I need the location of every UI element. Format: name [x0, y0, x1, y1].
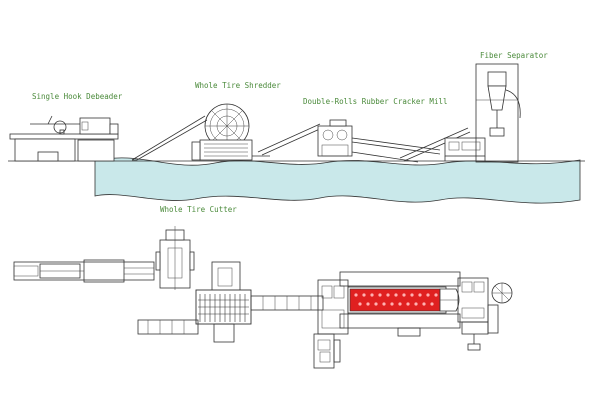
red-screen-section [349, 288, 441, 312]
label-shredder: Whole Tire Shredder [195, 81, 281, 90]
cracker-mill-line-plan [317, 271, 489, 335]
screen-conveyor [351, 127, 471, 163]
tire-cutter-machine [155, 226, 195, 290]
debeader-machine [9, 115, 119, 162]
mill-support-plan [313, 327, 421, 369]
separator-plan [461, 282, 513, 351]
label-fiber-separator: Fiber Separator [480, 51, 548, 60]
shredder-infeed-conveyor [131, 115, 208, 161]
elevation-view: Single Hook Debeader Whole Tire Shredder… [8, 51, 585, 204]
mill-conveyor-plan [250, 295, 324, 311]
label-tire-cutter: Whole Tire Cutter [160, 205, 237, 214]
ground-area [94, 157, 581, 204]
mill-infeed-conveyor [252, 123, 323, 157]
plan-view: Whole Tire Cutter [13, 205, 513, 369]
label-cracker-mill: Double-Rolls Rubber Cracker Mill [303, 97, 448, 106]
vibrating-screen [444, 137, 486, 161]
shredder-plan [195, 261, 252, 343]
fiber-separator-machine [475, 63, 521, 163]
cutter-conveyor-plan [137, 319, 199, 335]
label-debeader: Single Hook Debeader [32, 92, 123, 101]
debeader-plan [13, 259, 155, 283]
shredder-machine [191, 103, 253, 161]
cracker-mill-machine [317, 119, 353, 157]
